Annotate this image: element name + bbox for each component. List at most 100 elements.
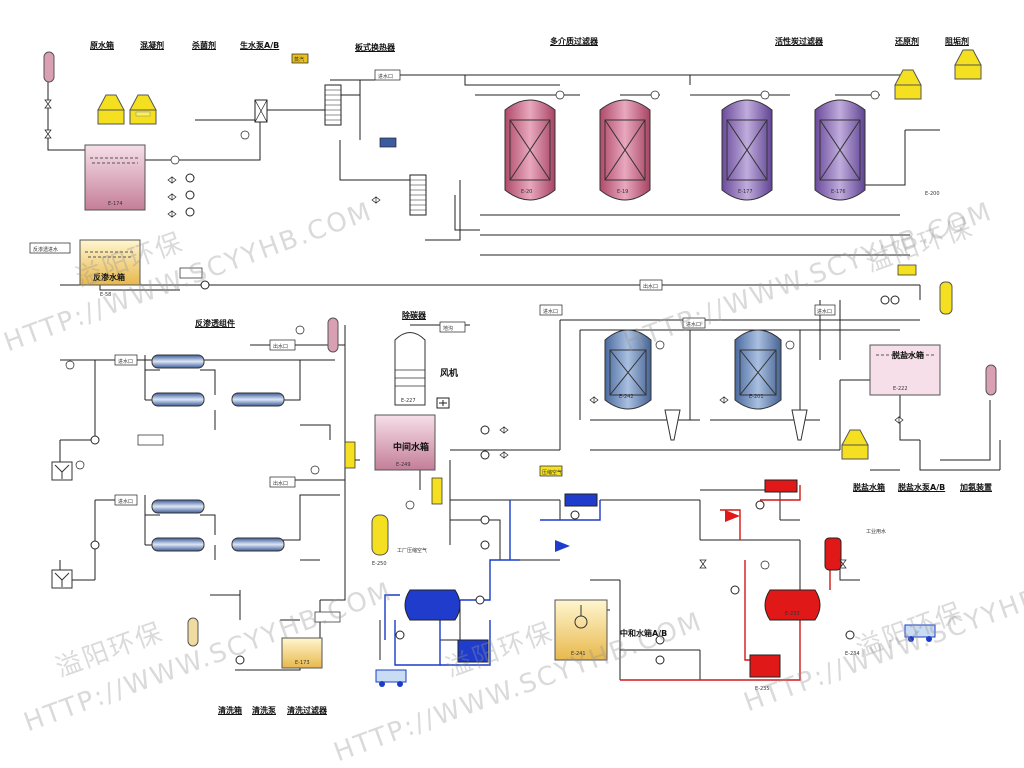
- degasser-column: [394, 332, 426, 406]
- box-air: 压缩空气: [542, 469, 562, 476]
- sterilant-doser: [97, 94, 125, 125]
- title-ro-assembly: 反渗透组件: [195, 319, 235, 328]
- box-ro-inlet: 反渗透进水: [33, 246, 58, 253]
- cone-2: [791, 409, 808, 441]
- label-boxes: [29, 69, 836, 623]
- tag-raw: E-174: [108, 201, 123, 207]
- box-inlet-6: 进水口: [817, 308, 832, 315]
- wash-filter-vessel: [187, 617, 199, 647]
- title-mm-filter: 多介质过滤器: [550, 37, 598, 46]
- main-pipelines: [47, 74, 1001, 680]
- title-raw-pump: 生水泵A/B: [240, 41, 280, 50]
- box-outlet-1: 出水口: [273, 343, 288, 350]
- tag-yellow: E-250: [372, 561, 387, 567]
- title-sterilant: 杀菌剂: [192, 41, 216, 50]
- box-inlet-4: 进水口: [543, 308, 558, 315]
- box-outlet-3: 出水口: [643, 283, 658, 290]
- tag-ro: E-58: [100, 292, 111, 298]
- title-plate-hx: 板式换热器: [355, 43, 395, 52]
- tag-mm1: E-20: [521, 189, 532, 195]
- valves: [44, 99, 904, 569]
- ammonia-unit: [939, 281, 953, 315]
- static-mixer: [254, 99, 268, 123]
- title-ac-filter: 活性炭过滤器: [775, 37, 823, 46]
- box-inlet-5: 进水口: [686, 321, 701, 328]
- title-desalt-ammonia: 脱盐水箱: [853, 483, 885, 492]
- activated-carbon-filter-2: [814, 99, 866, 201]
- tag-red: E-233: [785, 611, 800, 617]
- cone-1: [664, 409, 681, 441]
- reductant-doser: [894, 69, 922, 100]
- red-vertical-tank: [824, 537, 842, 571]
- yellow-vessel: [371, 514, 389, 556]
- tag-ac2: E-176: [831, 189, 846, 195]
- raw-water-tank: [84, 144, 146, 211]
- tag-middle: E-249: [396, 462, 411, 468]
- gauges: [65, 90, 880, 570]
- tag-wash: E-173: [295, 660, 310, 666]
- wash-tank: [281, 637, 323, 669]
- multimedia-filter-2: [599, 99, 651, 201]
- second-heat-exchanger: [409, 174, 427, 216]
- box-inlet-2: 进水口: [118, 358, 133, 365]
- right-vertical-vessel: [985, 364, 997, 396]
- tag-ix2: E-201: [749, 394, 764, 400]
- box-texts: 进水口 反渗透进水 进水口 出水口 进水口 出水口 出水口 进水口 进水口 进水…: [33, 56, 886, 554]
- box-steam: 蒸汽: [294, 56, 304, 63]
- ion-exchanger-2: [734, 329, 782, 410]
- title-salt-pump: 脱盐水泵A/B: [898, 483, 946, 492]
- title-raw-water-tank: 原水箱: [90, 41, 114, 50]
- ammonia-doser: [841, 429, 869, 460]
- title-wash-filter: 清洗过滤器: [287, 706, 327, 715]
- plate-heat-exchanger: [324, 84, 342, 126]
- title-scale-inhibitor: 阻垢剂: [945, 37, 969, 46]
- tag-neutral: E-241: [571, 651, 586, 657]
- cartridge-filter-2: [51, 569, 73, 589]
- ro-water-tank: [79, 239, 141, 286]
- title-wash-tank: 清洗箱: [218, 706, 242, 715]
- tag-salt: E-222: [893, 386, 908, 392]
- ion-exchanger-1: [604, 329, 652, 410]
- title-coagulant: 混凝剂: [140, 41, 164, 50]
- colored-label-boxes: [291, 53, 917, 505]
- ro-membranes: [151, 354, 285, 552]
- box-outlet-2: 出水口: [273, 480, 288, 487]
- ro-reject-vessel: [327, 317, 339, 353]
- tag-texts: E-174 E-58 E-20 E-19 E-177 E-176 E-242 E…: [100, 189, 940, 692]
- fan-icon: [436, 397, 450, 409]
- tag-redsmall: E-235: [755, 686, 770, 692]
- tag-drain: E-234: [845, 651, 860, 657]
- label-ro-tank: 反渗水箱: [93, 273, 125, 282]
- red-storage-tank: [764, 589, 821, 621]
- scale-inhibitor-doser: [954, 49, 982, 80]
- red-small-tank: [749, 654, 781, 678]
- title-reductant: 还原剂: [895, 37, 919, 46]
- tag-ac1: E-177: [738, 189, 753, 195]
- title-ammonia: 加氨装置: [960, 483, 992, 492]
- raw-water-dosing-cylinder: [43, 51, 55, 83]
- title-middle-tank: 中间水箱: [393, 443, 430, 453]
- truck-right: [904, 624, 936, 642]
- coagulant-doser: [129, 94, 157, 125]
- box-ground: 地沟: [443, 325, 453, 332]
- tag-ammonia: E-200: [925, 191, 940, 197]
- middle-water-tank: [374, 414, 436, 471]
- title-degasser: 除碳器: [402, 311, 426, 320]
- title-salt-tank: 脱盐水箱: [892, 351, 924, 360]
- truck-left: [375, 669, 407, 687]
- blue-storage-tank: [404, 589, 461, 621]
- cartridge-filter-1: [51, 461, 73, 481]
- desalt-water-tank: [869, 344, 941, 396]
- tag-ix1: E-242: [619, 394, 634, 400]
- activated-carbon-filter-1: [721, 99, 773, 201]
- box-inlet-1: 进水口: [378, 73, 393, 80]
- title-fan: 风机: [440, 369, 459, 379]
- red-blocks: [725, 479, 798, 522]
- tag-degasser: E-227: [401, 398, 416, 404]
- label-neutral: 中和水箱A/B: [620, 629, 668, 638]
- blue-pipelines: [384, 500, 601, 666]
- title-wash-pump: 清洗泵: [252, 706, 276, 715]
- pumps: [90, 173, 900, 665]
- neutral-tank: [554, 599, 608, 661]
- multimedia-filter-1: [504, 99, 556, 201]
